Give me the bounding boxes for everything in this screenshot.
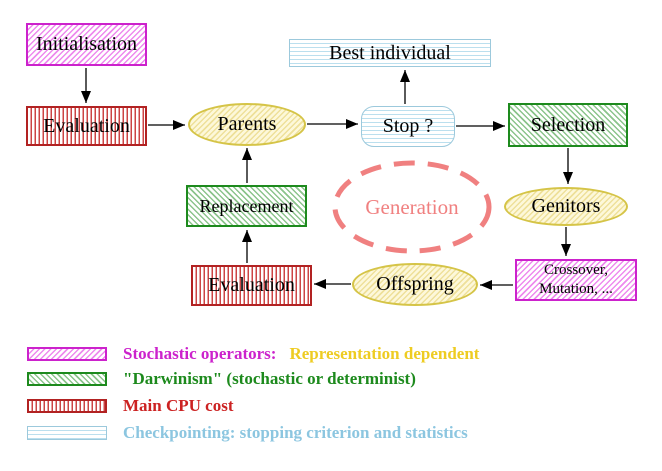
node-stop-label: Stop ? xyxy=(382,115,434,137)
node-parents: Parents xyxy=(188,103,306,146)
node-initialisation-label: Initialisation xyxy=(35,33,138,55)
legend-row-cpu-cost: Main CPU cost xyxy=(27,396,233,416)
node-genitors-label: Genitors xyxy=(531,195,601,217)
node-initialisation: Initialisation xyxy=(26,23,147,66)
node-replacement: Replacement xyxy=(186,185,307,227)
node-best-individual: Best individual xyxy=(289,39,491,67)
node-crossover-line2: Mutation, ... xyxy=(539,281,613,297)
node-replacement-label: Replacement xyxy=(199,195,294,216)
legend-swatch-checkpointing xyxy=(27,426,107,440)
legend-label-checkpointing: Checkpointing: stopping criterion and st… xyxy=(123,423,468,442)
legend-swatch-darwinism xyxy=(27,372,107,386)
node-selection-label: Selection xyxy=(530,113,606,136)
legend-label-cpu-cost: Main CPU cost xyxy=(123,396,234,415)
node-parents-label: Parents xyxy=(217,113,277,135)
legend-swatch-cpu-cost xyxy=(27,399,107,413)
node-selection: Selection xyxy=(508,103,628,147)
node-crossover-mutation: Crossover, Mutation, ... xyxy=(515,259,637,301)
legend-row-stochastic: Stochastic operators: Representation dep… xyxy=(27,344,479,364)
node-crossover-line1: Crossover, xyxy=(544,262,608,279)
node-stop: Stop ? xyxy=(361,106,455,147)
legend-swatch-stochastic xyxy=(27,347,107,361)
legend-label-stochastic: Stochastic operators: xyxy=(123,344,277,363)
legend-row-checkpointing: Checkpointing: stopping criterion and st… xyxy=(27,423,468,443)
node-evaluation-top: Evaluation xyxy=(26,106,147,146)
node-evaluation-bottom: Evaluation xyxy=(191,265,312,306)
node-genitors: Genitors xyxy=(504,187,628,226)
generation-cycle-label: Generation xyxy=(333,186,491,228)
legend-row-darwinism: "Darwinism" (stochastic or determinist) xyxy=(27,369,416,389)
generation-label-text: Generation xyxy=(365,194,459,219)
node-offspring: Offspring xyxy=(352,263,478,306)
node-best-individual-label: Best individual xyxy=(329,41,451,64)
node-evaluation-top-label: Evaluation xyxy=(43,114,130,137)
legend-label-representation: Representation dependent xyxy=(289,344,480,363)
legend-label-darwinism: "Darwinism" (stochastic or determinist) xyxy=(123,369,416,388)
node-offspring-label: Offspring xyxy=(376,273,454,295)
node-evaluation-bottom-label: Evaluation xyxy=(208,274,295,296)
